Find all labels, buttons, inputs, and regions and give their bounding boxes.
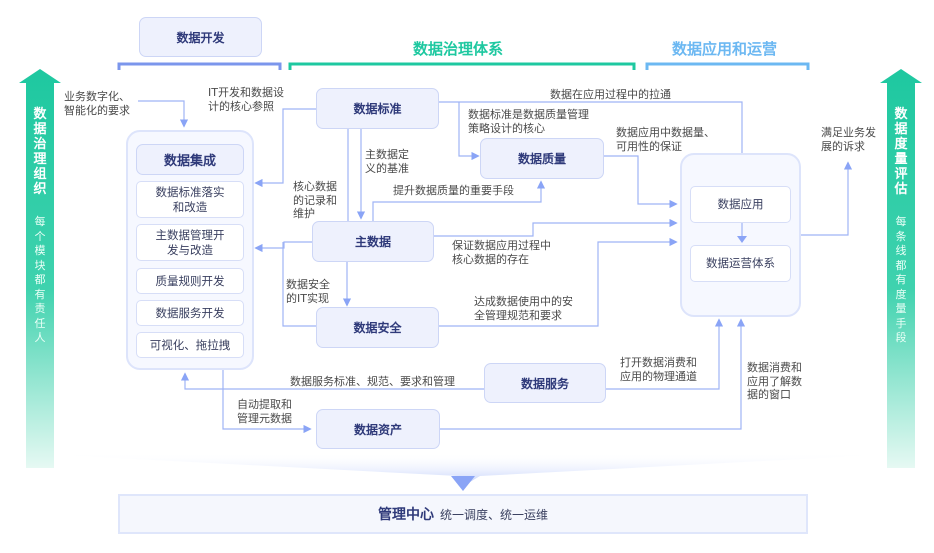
- edge-master-to-app: [434, 218, 678, 237]
- security-node-label: 数据安全: [353, 321, 402, 335]
- application-group: [680, 153, 801, 317]
- integration-item[interactable]: 质量规则开发: [136, 268, 244, 294]
- edge-asset-to-app: [440, 318, 746, 430]
- left-arrow-title: 数据治理组织: [33, 107, 47, 197]
- edge-label-master-app: 保证数据应用过程中 核心数据的存在: [452, 239, 551, 266]
- edge-label-asset-window: 数据消费和 应用了解数 据的窗口: [747, 361, 802, 401]
- integration-item[interactable]: 数据服务开发: [136, 300, 244, 326]
- edge-label-master-def: 主数据定 义的基准: [365, 148, 409, 175]
- edge-master-to-integration: [254, 241, 312, 253]
- dev-section-title: 数据开发: [176, 30, 225, 45]
- left-arrow-shape: [19, 69, 61, 468]
- edge-label-quality-app: 数据应用中数据量、 可用性的保证: [616, 126, 715, 153]
- management-center[interactable]: 管理中心 统一调度、统一运维: [118, 494, 808, 534]
- standard-node-label: 数据标准: [353, 102, 402, 116]
- edge-quality-to-app: [604, 155, 678, 209]
- edge-security-to-integration: [282, 242, 316, 327]
- right-arrow-subtitle: 每条线都有度量手段: [895, 215, 907, 344]
- asset-node-label: 数据资产: [353, 422, 402, 437]
- dev-bracket: [117, 62, 282, 70]
- asset-node[interactable]: 数据资产: [316, 409, 440, 449]
- edge-security-to-app: [439, 237, 678, 327]
- app-inner-arrow-icon: [737, 223, 747, 243]
- edge-service-to-app: [606, 318, 724, 390]
- dev-section-box[interactable]: 数据开发: [139, 17, 262, 57]
- edge-integration-to-asset: [222, 368, 312, 434]
- edge-label-pull-through: 数据在应用过程中的拉通: [550, 88, 671, 101]
- left-arrow-subtitle: 每个模块都有责任人: [34, 215, 46, 344]
- edge-label-service-channel: 打开数据消费和 应用的物理通道: [620, 356, 697, 383]
- integration-item[interactable]: 数据标准落实 和改造: [136, 181, 244, 218]
- funnel-arrow-icon: [451, 476, 475, 491]
- edge-label-core-record: 核心数据 的记录和 维护: [293, 180, 337, 220]
- management-title: 管理中心: [377, 507, 434, 523]
- app-item-application[interactable]: 数据应用: [690, 186, 791, 223]
- application-section-title: 数据应用和运营: [672, 40, 778, 58]
- governance-section-title: 数据治理体系: [413, 40, 504, 58]
- edge-standard-to-quality: [458, 102, 480, 161]
- integration-item[interactable]: 可视化、拖拉拽: [136, 332, 244, 358]
- management-subtitle: 统一调度、统一运维: [439, 507, 548, 522]
- edge-label-it-ref: IT开发和数据设 计的核心参照: [208, 86, 284, 113]
- application-bracket: [645, 62, 810, 70]
- right-arrow-title: 数据度量评估: [894, 107, 908, 197]
- integration-title: 数据集成: [163, 154, 216, 169]
- edge-label-security-it: 数据安全 的IT实现: [286, 278, 330, 305]
- quality-node[interactable]: 数据质量: [480, 138, 604, 179]
- edge-biz-to-integration: [138, 100, 189, 128]
- funnel-shape: [20, 453, 915, 482]
- edge-label-biz-digital: 业务数字化、 智能化的要求: [64, 90, 130, 117]
- integration-item[interactable]: 主数据管理开 发与改造: [136, 224, 244, 261]
- edge-standard-to-integration: [254, 108, 316, 188]
- security-node[interactable]: 数据安全: [316, 307, 439, 348]
- edge-master-to-quality: [372, 180, 546, 222]
- master-data-node[interactable]: 主数据: [312, 221, 434, 262]
- edge-label-asset-meta: 自动提取和 管理元数据: [237, 398, 292, 425]
- edge-app-to-biz: [800, 161, 853, 236]
- integration-title-box[interactable]: 数据集成: [136, 144, 244, 175]
- governance-bracket: [288, 62, 636, 70]
- app-item-operations[interactable]: 数据运营体系: [690, 245, 791, 282]
- service-node[interactable]: 数据服务: [484, 363, 606, 403]
- service-node-label: 数据服务: [520, 376, 569, 391]
- edge-label-security-app: 达成数据使用中的安 全管理规范和要求: [474, 295, 573, 322]
- edge-service-to-integration: [180, 372, 484, 390]
- master-data-node-label: 主数据: [354, 235, 391, 249]
- edge-label-improve-quality: 提升数据质量的重要手段: [393, 184, 514, 197]
- edge-label-service-std: 数据服务标准、规范、要求和管理: [290, 375, 455, 388]
- right-arrow-shape: [880, 69, 922, 468]
- standard-node[interactable]: 数据标准: [316, 88, 439, 129]
- edge-label-std-quality: 数据标准是数据质量管理 策略设计的核心: [468, 108, 589, 135]
- edge-label-biz-need: 满足业务发 展的诉求: [821, 126, 876, 153]
- quality-node-label: 数据质量: [517, 152, 566, 166]
